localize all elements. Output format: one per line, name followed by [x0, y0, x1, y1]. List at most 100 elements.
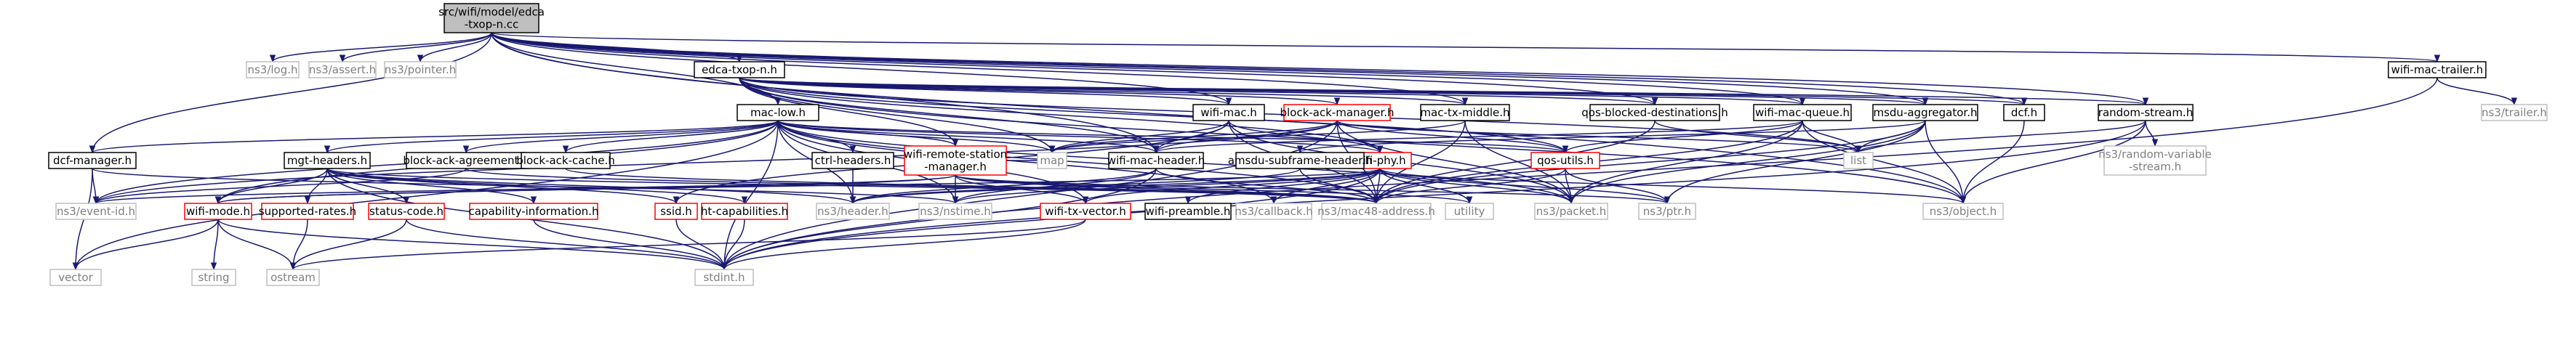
node-label: ns3/event-id.h	[57, 205, 135, 218]
node-qos-utils-h[interactable]: qos-utils.h	[1530, 152, 1600, 169]
node-label: ns3/ptr.h	[1643, 205, 1691, 218]
node-wifi-preamble-h[interactable]: wifi-preamble.h	[1144, 203, 1232, 220]
edge-n24-n44	[1379, 168, 1671, 205]
node-wifi-mac-trailer-h[interactable]: wifi-mac-trailer.h	[2388, 61, 2487, 78]
node-label: supported-rates.h	[259, 205, 356, 218]
node-random-stream-h[interactable]: random-stream.h	[2098, 104, 2194, 121]
edge-n26-n41	[1299, 168, 1380, 205]
edge-n0-n1	[269, 32, 492, 63]
edge-n5-n18	[462, 120, 779, 154]
node-label: wifi-remote-station	[904, 148, 1007, 161]
node-status-code-h[interactable]: status-code.h	[368, 203, 445, 220]
node-box	[2103, 145, 2207, 176]
node-box	[55, 203, 137, 220]
node-wifi-remote-station-manager-h[interactable]: wifi-remote-station-manager.h	[904, 145, 1007, 176]
node-label: qos-utils.h	[1537, 154, 1594, 167]
node-box	[2098, 104, 2194, 121]
edge-n9-n27	[1654, 120, 1862, 154]
node-src-wifi-model-edca-txop-n-cc[interactable]: src/wifi/model/edca-txop-n.cc	[438, 3, 545, 33]
edge-n6-n22	[1048, 120, 1229, 154]
node-amsdu-subframe-header-h[interactable]: amsdu-subframe-header.h	[1228, 152, 1373, 169]
edge-n24-n38	[1082, 168, 1381, 205]
node-supported-rates-h[interactable]: supported-rates.h	[259, 203, 356, 220]
edge-n17-n31	[304, 168, 328, 205]
node-wifi-mac-h[interactable]: wifi-mac.h	[1192, 104, 1265, 121]
node-ns3-assert-h: ns3/assert.h	[308, 61, 377, 78]
node-box	[1235, 203, 1312, 220]
node-wifi-mac-header-h[interactable]: wifi-mac-header.h	[1107, 152, 1205, 169]
node-label: wifi-mac.h	[1200, 106, 1257, 119]
node-dcf-h[interactable]: dcf.h	[2003, 104, 2045, 121]
edge-n4-n8	[739, 77, 1468, 106]
edge-n8-n22	[1049, 120, 1466, 154]
edge-n30-n48	[217, 219, 297, 271]
node-box	[737, 104, 819, 121]
edge-n0-n16	[89, 32, 492, 154]
node-ns3-nstime-h: ns3/nstime.h	[918, 203, 992, 220]
node-mgt-headers-h[interactable]: mgt-headers.h	[284, 152, 371, 169]
node-wifi-mac-queue-h[interactable]: wifi-mac-queue.h	[1753, 104, 1852, 121]
node-label: ns3/packet.h	[1536, 205, 1606, 218]
node-label: list	[1850, 154, 1866, 167]
node-box	[1530, 152, 1600, 169]
node-capability-information-h[interactable]: capability-information.h	[469, 203, 599, 220]
node-block-ack-manager-h[interactable]: block-ack-manager.h	[1280, 104, 1395, 121]
node-wifi-mode-h[interactable]: wifi-mode.h	[184, 203, 252, 220]
node-box	[1040, 203, 1131, 220]
node-ctrl-headers-h[interactable]: ctrl-headers.h	[811, 152, 894, 169]
edge-n21-n29	[93, 174, 956, 205]
node-wifi-tx-vector-h[interactable]: wifi-tx-vector.h	[1040, 203, 1131, 220]
node-box	[191, 269, 236, 286]
node-list: list	[1843, 152, 1874, 169]
node-box	[1037, 152, 1067, 169]
node-box	[49, 269, 102, 286]
node-edca-txop-n-h[interactable]: edca-txop-n.h	[694, 61, 785, 78]
edge-n14-n49	[721, 77, 2438, 271]
node-msdu-aggregator-h[interactable]: msdu-aggregator.h	[1872, 104, 1978, 121]
edge-n4-n13	[739, 77, 2148, 106]
edge-n30-n47	[210, 219, 219, 271]
node-ht-capabilities-h[interactable]: ht-capabilities.h	[701, 203, 788, 220]
node-box	[904, 145, 1007, 176]
node-label: ctrl-headers.h	[815, 154, 891, 167]
node-label: ssid.h	[660, 205, 692, 218]
edge-n10-n43	[1568, 120, 1803, 205]
edge-n13-n45	[1959, 120, 2146, 205]
node-ns3-log-h: ns3/log.h	[246, 61, 300, 78]
edge-n11-n44	[1664, 120, 1926, 205]
edge-n11-n43	[1568, 120, 1926, 205]
edge-n5-n49	[721, 120, 779, 271]
node-box	[1638, 203, 1696, 220]
edge-n11-n41	[1373, 120, 1926, 205]
node-ssid-h[interactable]: ssid.h	[654, 203, 698, 220]
node-label: src/wifi/model/edca	[438, 6, 545, 19]
edge-n21-n44	[955, 174, 1670, 205]
node-box	[48, 152, 137, 169]
edge-n25-n44	[1565, 168, 1671, 205]
node-qos-blocked-destinations-h[interactable]: qos-blocked-destinations.h	[1581, 104, 1728, 121]
edge-n10-n25	[1562, 120, 1803, 154]
node-ns3-packet-h: ns3/packet.h	[1534, 203, 1608, 220]
edge-n30-n46	[72, 219, 219, 271]
node-box	[811, 152, 894, 169]
edge-n5-n16	[89, 120, 779, 154]
node-dcf-manager-h[interactable]: dcf-manager.h	[48, 152, 137, 169]
node-ns3-pointer-h: ns3/pointer.h	[384, 61, 457, 78]
edge-n4-n10	[739, 77, 1805, 106]
node-block-ack-cache-h[interactable]: block-ack-cache.h	[516, 152, 615, 169]
edge-n4-n25	[739, 77, 1568, 154]
node-label: ns3/trailer.h	[2481, 106, 2547, 119]
node-label: -txop-n.cc	[465, 18, 519, 31]
node-stdint-h: stdint.h	[694, 269, 754, 286]
node-mac-tx-middle-h[interactable]: mac-tx-middle.h	[1420, 104, 1510, 121]
node-label: ostream	[270, 271, 316, 284]
node-block-ack-agreement-h[interactable]: block-ack-agreement.h	[403, 152, 529, 169]
node-box	[1534, 203, 1608, 220]
edge-n5-n17	[324, 120, 779, 154]
node-label: utility	[1454, 205, 1485, 218]
node-label: msdu-aggregator.h	[1873, 106, 1977, 119]
node-label: dcf-manager.h	[53, 154, 132, 167]
edge-n38-n48	[290, 219, 1086, 271]
node-mac-low-h[interactable]: mac-low.h	[737, 104, 819, 121]
